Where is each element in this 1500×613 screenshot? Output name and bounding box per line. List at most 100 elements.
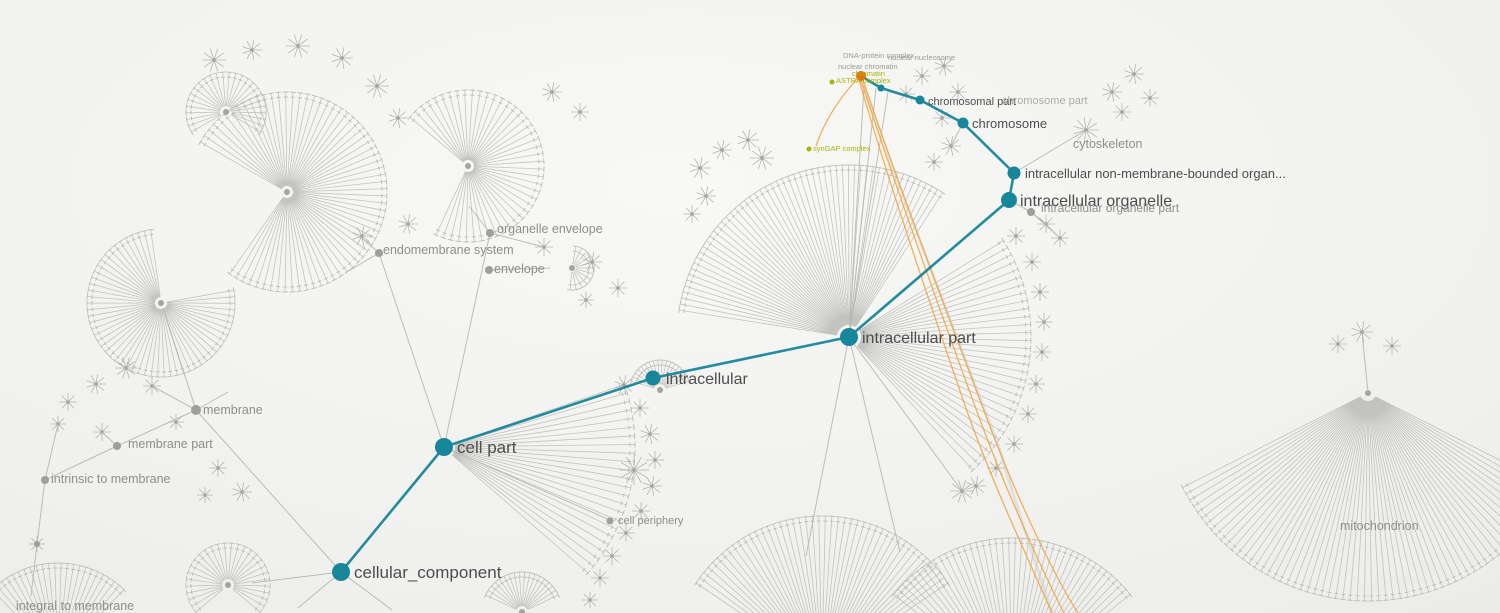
fan-spokes: [409, 90, 544, 243]
fan-leaf-ticks: [629, 359, 691, 385]
star-burst: [642, 476, 662, 496]
term-label[interactable]: membrane part: [128, 437, 213, 451]
star-burst: [1005, 435, 1023, 453]
star-burst: [696, 186, 716, 206]
label-intracellular-organelle[interactable]: intracellular organelle: [1020, 193, 1172, 210]
node-nucleosome[interactable]: [856, 71, 866, 81]
term-label[interactable]: organelle envelope: [497, 222, 603, 236]
star-center-dot: [1026, 412, 1030, 416]
label-chromosome[interactable]: chromosome: [972, 116, 1047, 131]
star-center-dot: [1390, 344, 1394, 348]
star-center-dot: [124, 366, 128, 370]
fan-leaf-ticks: [484, 571, 560, 600]
orange-edge: [858, 79, 1053, 613]
term-label[interactable]: intracellular organelle part: [1041, 201, 1180, 215]
node-intracellular-organelle[interactable]: [1001, 192, 1017, 208]
star-center-dot: [1038, 290, 1042, 294]
gray-node-dot[interactable]: [485, 266, 493, 274]
tiny-term-label[interactable]: DNA-protein complex: [843, 51, 915, 60]
node-chromosome[interactable]: [957, 117, 969, 129]
star-center-dot: [340, 56, 344, 60]
term-label[interactable]: cytoskeleton: [1073, 137, 1143, 151]
node-intracellular-non-membrane-bounded-organelle[interactable]: [1007, 166, 1021, 180]
star-center-dot: [250, 48, 254, 52]
tiny-term-label[interactable]: nuclear nucleosome: [888, 53, 955, 62]
gray-node-dot[interactable]: [113, 442, 121, 450]
star-center-dot: [638, 406, 642, 410]
star-burst: [1113, 103, 1131, 121]
fan-center-dot: [465, 163, 471, 169]
node-intracellular-part[interactable]: [840, 328, 858, 346]
star-burst: [640, 424, 660, 444]
label-intracellular-non-membrane-bounded-organelle[interactable]: intracellular non-membrane-bounded organ…: [1025, 166, 1286, 181]
star-burst: [86, 374, 106, 394]
star-burst: [934, 56, 954, 76]
label-intracellular-part[interactable]: intracellular part: [862, 330, 976, 347]
tiny-term-label[interactable]: chromatin: [852, 69, 885, 78]
highlight-node-dot[interactable]: [829, 79, 835, 85]
star-burst: [542, 82, 562, 102]
node-intracellular[interactable]: [645, 370, 661, 386]
fan-spokes: [185, 543, 271, 613]
star-burst: [619, 455, 649, 485]
star-burst: [365, 74, 389, 98]
star-burst: [1141, 89, 1159, 107]
tiny-term-label[interactable]: nuclear chromatin: [838, 62, 898, 71]
gray-node-dot[interactable]: [486, 229, 494, 237]
star-center-dot: [974, 484, 978, 488]
label-cellular-component[interactable]: cellular_component: [354, 563, 502, 582]
fan-leaf-ticks: [185, 542, 271, 613]
gray-node-dot[interactable]: [34, 541, 40, 547]
star-center-dot: [406, 222, 410, 226]
term-label[interactable]: mitochondrion: [1340, 519, 1419, 533]
node-chromatin[interactable]: [877, 84, 885, 92]
star-burst: [115, 357, 137, 379]
node-cell-part[interactable]: [435, 438, 453, 456]
gray-node-dot[interactable]: [606, 517, 614, 525]
gray-node-dot[interactable]: [375, 249, 383, 257]
term-label[interactable]: intrinsic to membrane: [51, 472, 171, 486]
star-center-dot: [653, 458, 657, 462]
node-chromosomal-part[interactable]: [915, 95, 925, 105]
star-center-dot: [1120, 110, 1124, 114]
term-label[interactable]: membrane: [203, 403, 263, 417]
main-nodes: cellular_component cell part intracellular…: [16, 51, 1419, 613]
term-label[interactable]: integral to membrane: [16, 599, 134, 613]
star-burst: [591, 569, 609, 587]
star-center-dot: [1148, 96, 1152, 100]
star-center-dot: [360, 234, 364, 238]
star-burst: [331, 47, 353, 69]
gray-node-dot[interactable]: [191, 405, 201, 415]
term-label[interactable]: envelope: [494, 262, 545, 276]
term-label[interactable]: endomembrane system: [383, 243, 514, 257]
tiny-term-label[interactable]: ASTRA complex: [836, 76, 891, 85]
node-cellular-component[interactable]: [332, 563, 350, 581]
star-burst: [578, 292, 594, 308]
label-intracellular[interactable]: intracellular: [666, 371, 748, 388]
tiny-term-label[interactable]: synGAP complex: [813, 144, 871, 153]
gray-node-dot[interactable]: [41, 476, 49, 484]
gray-node-dot[interactable]: [1027, 208, 1035, 216]
star-center-dot: [174, 420, 178, 424]
star-burst: [352, 226, 372, 246]
label-chromosomal-part[interactable]: chromosomal part: [928, 96, 1016, 108]
label-cell-part[interactable]: cell part: [457, 438, 517, 457]
star-center-dot: [1040, 350, 1044, 354]
teal-edge: [339, 446, 446, 573]
fan-spokes: [1182, 396, 1500, 602]
star-burst: [913, 67, 931, 85]
fan-leaf-ticks: [86, 228, 236, 378]
term-label[interactable]: chromosome part: [1002, 95, 1088, 107]
fan-leaf-ticks: [693, 515, 951, 588]
star-burst: [1383, 337, 1401, 355]
fan-center-dot: [657, 387, 663, 393]
term-label[interactable]: cell periphery: [618, 515, 684, 527]
gray-edge-bundle: [859, 79, 1054, 613]
star-burst: [949, 83, 967, 101]
fan-spokes: [485, 572, 559, 610]
gray-edges: [30, 85, 1369, 611]
highlight-node-dot[interactable]: [806, 146, 812, 152]
fan-center-dot: [225, 582, 231, 588]
star-center-dot: [296, 44, 300, 48]
